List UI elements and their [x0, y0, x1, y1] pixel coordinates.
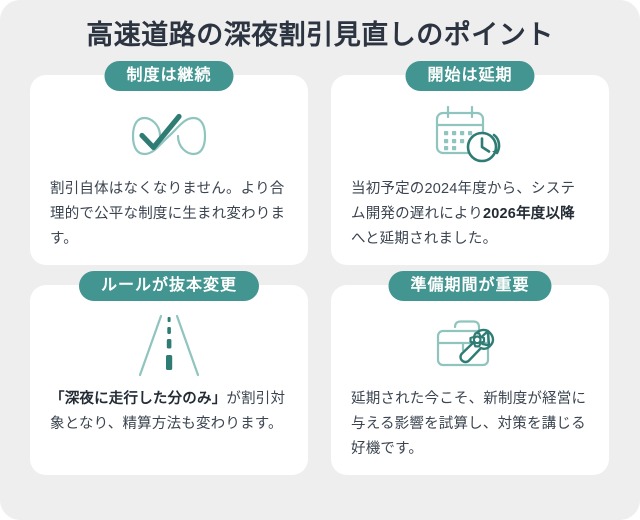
card-badge: 制度は継続 [104, 60, 234, 91]
calendar-clock-icon [343, 103, 597, 169]
card-kaishi-wa-enki: 開始は延期 [331, 60, 609, 265]
card-body-text: 延期された今こそ、新制度が経営に与える影響を試算し、対策を講じる好機です。 [351, 390, 587, 457]
card-body: 割引自体はなくなりません。より合理的で公平な制度に生まれ変わります。 [42, 169, 296, 252]
card-seido-wa-keizoku: 制度は継続 割引自体はなくなりません。より合理的で公平な制度に生まれ変わります。 [30, 60, 308, 265]
page-title: 高速道路の深夜割引見直しのポイント [86, 20, 554, 50]
card-body: 延期された今こそ、新制度が経営に与える影響を試算し、対策を講じる好機です。 [343, 379, 597, 462]
card-body-text: 割引自体はなくなりません。より合理的で公平な制度に生まれ変わります。 [50, 180, 286, 247]
card-body: 「深夜に走行した分のみ」が割引対象となり、精算方法も変わります。 [42, 379, 296, 437]
card-junbi-kikan-ga-juuyou: 準備期間が重要 延期された今こそ、新制度が経営に与える影響を試算し、対策を講じる… [331, 270, 609, 475]
card-body-text-part: 当初予定の2024年度から、システム開発の遅れにより [351, 180, 576, 222]
card-body-text-part: が割引対象となり、精算方法も変わります。 [50, 390, 286, 432]
card-body-text-emphasis: 2026年度以降 [483, 205, 575, 222]
card-badge: 開始は延期 [405, 60, 535, 91]
card-body: 当初予定の2024年度から、システム開発の遅れにより2026年度以降へと延期され… [343, 169, 597, 252]
infinity-check-icon [42, 103, 296, 169]
card-rule-ga-bappon-henkou: ルールが抜本変更 「深夜に走行した分のみ」が割引対象となり、精算方法も変わります… [30, 270, 308, 475]
road-perspective-icon [42, 313, 296, 379]
card-badge: 準備期間が重要 [388, 270, 552, 301]
toolbox-wrench-gear-icon [343, 313, 597, 379]
card-body-text-emphasis: 「深夜に走行した分のみ」 [50, 390, 227, 407]
card-body-text-part: へと延期されました。 [351, 230, 498, 247]
cards-grid: 制度は継続 割引自体はなくなりません。より合理的で公平な制度に生まれ変わります。… [0, 53, 640, 475]
card-badge: ルールが抜本変更 [78, 270, 260, 301]
